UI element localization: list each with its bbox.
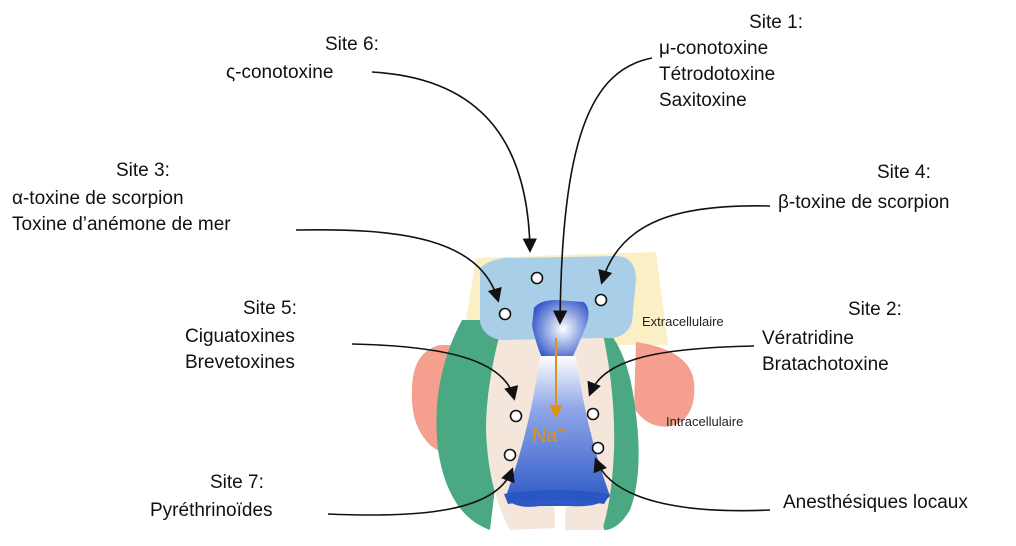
site1-toxin-3: Saxitoxine bbox=[659, 88, 775, 114]
site6-binding-circle bbox=[532, 273, 543, 284]
site4-binding-circle bbox=[596, 295, 607, 306]
site1-toxin-2: Tétrodotoxine bbox=[659, 62, 775, 88]
site7-toxin-1: Pyréthrinoïdes bbox=[150, 498, 273, 524]
site1-toxin-1: μ-conotoxine bbox=[659, 36, 775, 62]
site2-title: Site 2: bbox=[848, 297, 902, 323]
site5-label: Site 5: bbox=[243, 296, 297, 322]
site5-title: Site 5: bbox=[243, 296, 297, 322]
site4-label: Site 4: bbox=[877, 160, 931, 186]
site1-toxins: μ-conotoxine Tétrodotoxine Saxitoxine bbox=[659, 36, 775, 114]
site2-toxin-2: Bratachotoxine bbox=[762, 352, 889, 378]
site1-title: Site 1: bbox=[749, 10, 803, 36]
local-anesthetics-label: Anesthésiques locaux bbox=[783, 490, 968, 516]
site7-toxins: Pyréthrinoïdes bbox=[150, 498, 273, 524]
site4-title: Site 4: bbox=[877, 160, 931, 186]
intracellular-label: Intracellulaire bbox=[666, 414, 743, 429]
site5-toxin-1: Ciguatoxines bbox=[185, 324, 295, 350]
extracellular-label: Extracellulaire bbox=[642, 314, 724, 329]
site3-pointer-arrow bbox=[296, 230, 498, 300]
site1-label: Site 1: bbox=[749, 10, 803, 36]
site6-pointer-arrow bbox=[372, 72, 530, 250]
site2-toxin-1: Vératridine bbox=[762, 326, 889, 352]
site7-label: Site 7: bbox=[210, 470, 264, 496]
local-anesthetic-binding-circle bbox=[593, 443, 604, 454]
site5-toxin-2: Brevetoxines bbox=[185, 350, 295, 376]
site6-title: Site 6: bbox=[325, 32, 379, 58]
site2-binding-circle bbox=[588, 409, 599, 420]
site2-toxins: Vératridine Bratachotoxine bbox=[762, 326, 889, 378]
site3-toxin-1: α-toxine de scorpion bbox=[12, 186, 231, 212]
site4-toxin-1: β-toxine de scorpion bbox=[778, 190, 949, 216]
site3-toxins: α-toxine de scorpion Toxine d’anémone de… bbox=[12, 186, 231, 238]
site6-toxins: ς-conotoxine bbox=[226, 60, 333, 86]
site6-label: Site 6: bbox=[325, 32, 379, 58]
site2-label: Site 2: bbox=[848, 297, 902, 323]
site6-toxin-1: ς-conotoxine bbox=[226, 60, 333, 86]
site3-label: Site 3: bbox=[116, 158, 170, 184]
site7-binding-circle bbox=[505, 450, 516, 461]
site3-binding-circle bbox=[500, 309, 511, 320]
sodium-charge: + bbox=[558, 422, 566, 438]
site5-binding-circle bbox=[511, 411, 522, 422]
site3-title: Site 3: bbox=[116, 158, 170, 184]
sodium-symbol: Na bbox=[532, 425, 558, 447]
site5-toxins: Ciguatoxines Brevetoxines bbox=[185, 324, 295, 376]
local-anesthetics-text: Anesthésiques locaux bbox=[783, 490, 968, 516]
site4-toxins: β-toxine de scorpion bbox=[778, 190, 949, 216]
site7-title: Site 7: bbox=[210, 470, 264, 496]
site3-toxin-2: Toxine d’anémone de mer bbox=[12, 212, 231, 238]
